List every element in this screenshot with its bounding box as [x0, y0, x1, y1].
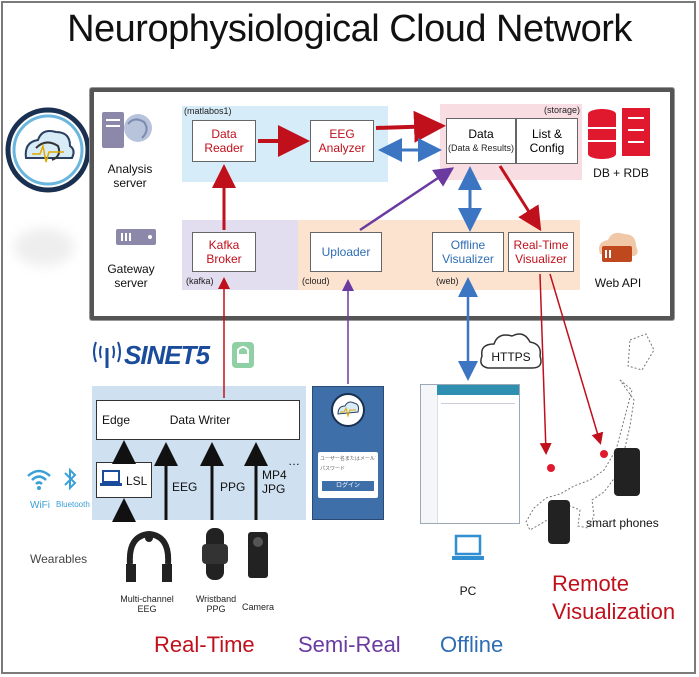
- realtime-category-label: Real-Time: [154, 632, 255, 657]
- webapi-label: Web API: [594, 276, 642, 290]
- eeg-stream-label: EEG: [172, 480, 198, 494]
- web-content: [441, 403, 515, 464]
- logo-shadow: [14, 228, 74, 266]
- offline-visualizer-label: Offline Visualizer: [442, 238, 494, 266]
- data-sub-label: (Data & Results): [447, 143, 515, 153]
- semireal-category-label: Semi-Real: [298, 632, 401, 657]
- map-dot-1: [547, 464, 555, 472]
- camera-label: Camera: [242, 602, 275, 612]
- offline-category-label: Offline: [440, 632, 504, 657]
- matlabos-label: (matlabos1): [184, 106, 232, 116]
- eeg-analyzer-label: EEG Analyzer: [318, 127, 366, 155]
- japan-map: [520, 330, 660, 550]
- web-sidebar: [421, 385, 438, 523]
- arrow-analyzer-data: [375, 110, 446, 143]
- edge-label: Edge: [102, 413, 131, 427]
- wifi-label: WiFi: [30, 500, 50, 511]
- bluetooth-label: Bluetooth: [56, 500, 90, 509]
- https-label: HTTPS: [491, 350, 531, 364]
- multichannel-eeg-label: Multi-channel EEG: [120, 594, 174, 614]
- username-input[interactable]: ユーザー名またはメールアド: [320, 456, 376, 462]
- password-input[interactable]: パスワード: [320, 466, 346, 472]
- laptop-icon: [100, 470, 122, 488]
- arrow-realtime-phone1: [539, 273, 552, 455]
- database-label: DB + RDB: [593, 166, 649, 180]
- lock-icon: [230, 340, 256, 370]
- map-dot-2: [600, 450, 608, 458]
- offline-visualizer-box: Offline Visualizer: [432, 232, 504, 272]
- mp4-stream-label: MP4 JPG: [262, 468, 287, 496]
- sinet-logo: SINET5: [124, 340, 210, 370]
- ellipsis-label: …: [288, 454, 300, 468]
- uploader-box: Uploader: [310, 232, 382, 272]
- data-reader-label: Data Reader: [204, 127, 244, 155]
- webapi-server-icon: [594, 226, 640, 266]
- remote-visualization-label: Remote Visualization: [552, 571, 676, 624]
- data-writer-label: Data Writer: [169, 413, 231, 427]
- https-cloud: [478, 330, 544, 376]
- web-screenshot: [420, 384, 520, 524]
- kafka-label: (kafka): [186, 276, 214, 286]
- login-button[interactable]: ログイン: [322, 481, 374, 491]
- lsl-label: LSL: [126, 474, 148, 488]
- smartphone-1: [548, 500, 570, 544]
- arrow-data-realtime: [498, 165, 542, 232]
- database-icon: [584, 104, 654, 162]
- uploader-label: Uploader: [321, 245, 371, 259]
- wearables-label: Wearables: [30, 552, 88, 566]
- analysis-server-label: Analysis server: [107, 162, 153, 190]
- data-results-box: Data (Data & Results): [446, 118, 516, 164]
- wristband-icon: [196, 526, 234, 582]
- web-label: (web): [436, 276, 459, 286]
- page-title: Neurophysiological Cloud Network: [67, 8, 632, 50]
- cloud-logo: [5, 92, 91, 210]
- cloud-label: (cloud): [302, 276, 330, 286]
- eeg-headset-icon: [124, 528, 174, 590]
- gateway-server-label: Gateway server: [107, 262, 155, 290]
- wristband-label: Wristband PPG: [195, 594, 237, 614]
- kafka-broker-label: Kafka Broker: [206, 238, 242, 266]
- list-config-label: List & Config: [529, 127, 565, 155]
- list-config-box: List & Config: [516, 118, 578, 164]
- pc-label: PC: [459, 584, 477, 598]
- antenna-icon: [92, 336, 122, 370]
- eeg-analyzer-box: EEG Analyzer: [310, 120, 374, 162]
- bluetooth-icon: [62, 466, 78, 492]
- data-reader-box: Data Reader: [192, 120, 256, 162]
- analysis-server-icon: [100, 106, 152, 158]
- realtime-visualizer-label: Real-Time Visualizer: [513, 238, 569, 266]
- arrow-uploader-data: [359, 167, 455, 232]
- smart-phones-label: smart phones: [586, 516, 659, 530]
- ppg-stream-label: PPG: [220, 480, 246, 494]
- kafka-broker-box: Kafka Broker: [192, 232, 256, 272]
- gateway-server-icon: [114, 226, 158, 248]
- wifi-icon: [26, 468, 52, 492]
- edge-box: [96, 400, 300, 440]
- pc-icon: [452, 534, 484, 564]
- login-logo: [330, 392, 366, 428]
- arrow-realtime-phone2: [549, 273, 604, 445]
- realtime-visualizer-box: Real-Time Visualizer: [508, 232, 574, 272]
- smartphone-2: [614, 448, 640, 496]
- camera-icon: [246, 530, 270, 580]
- storage-label: (storage): [544, 105, 581, 115]
- web-header: [437, 385, 519, 395]
- data-label: Data: [468, 127, 494, 141]
